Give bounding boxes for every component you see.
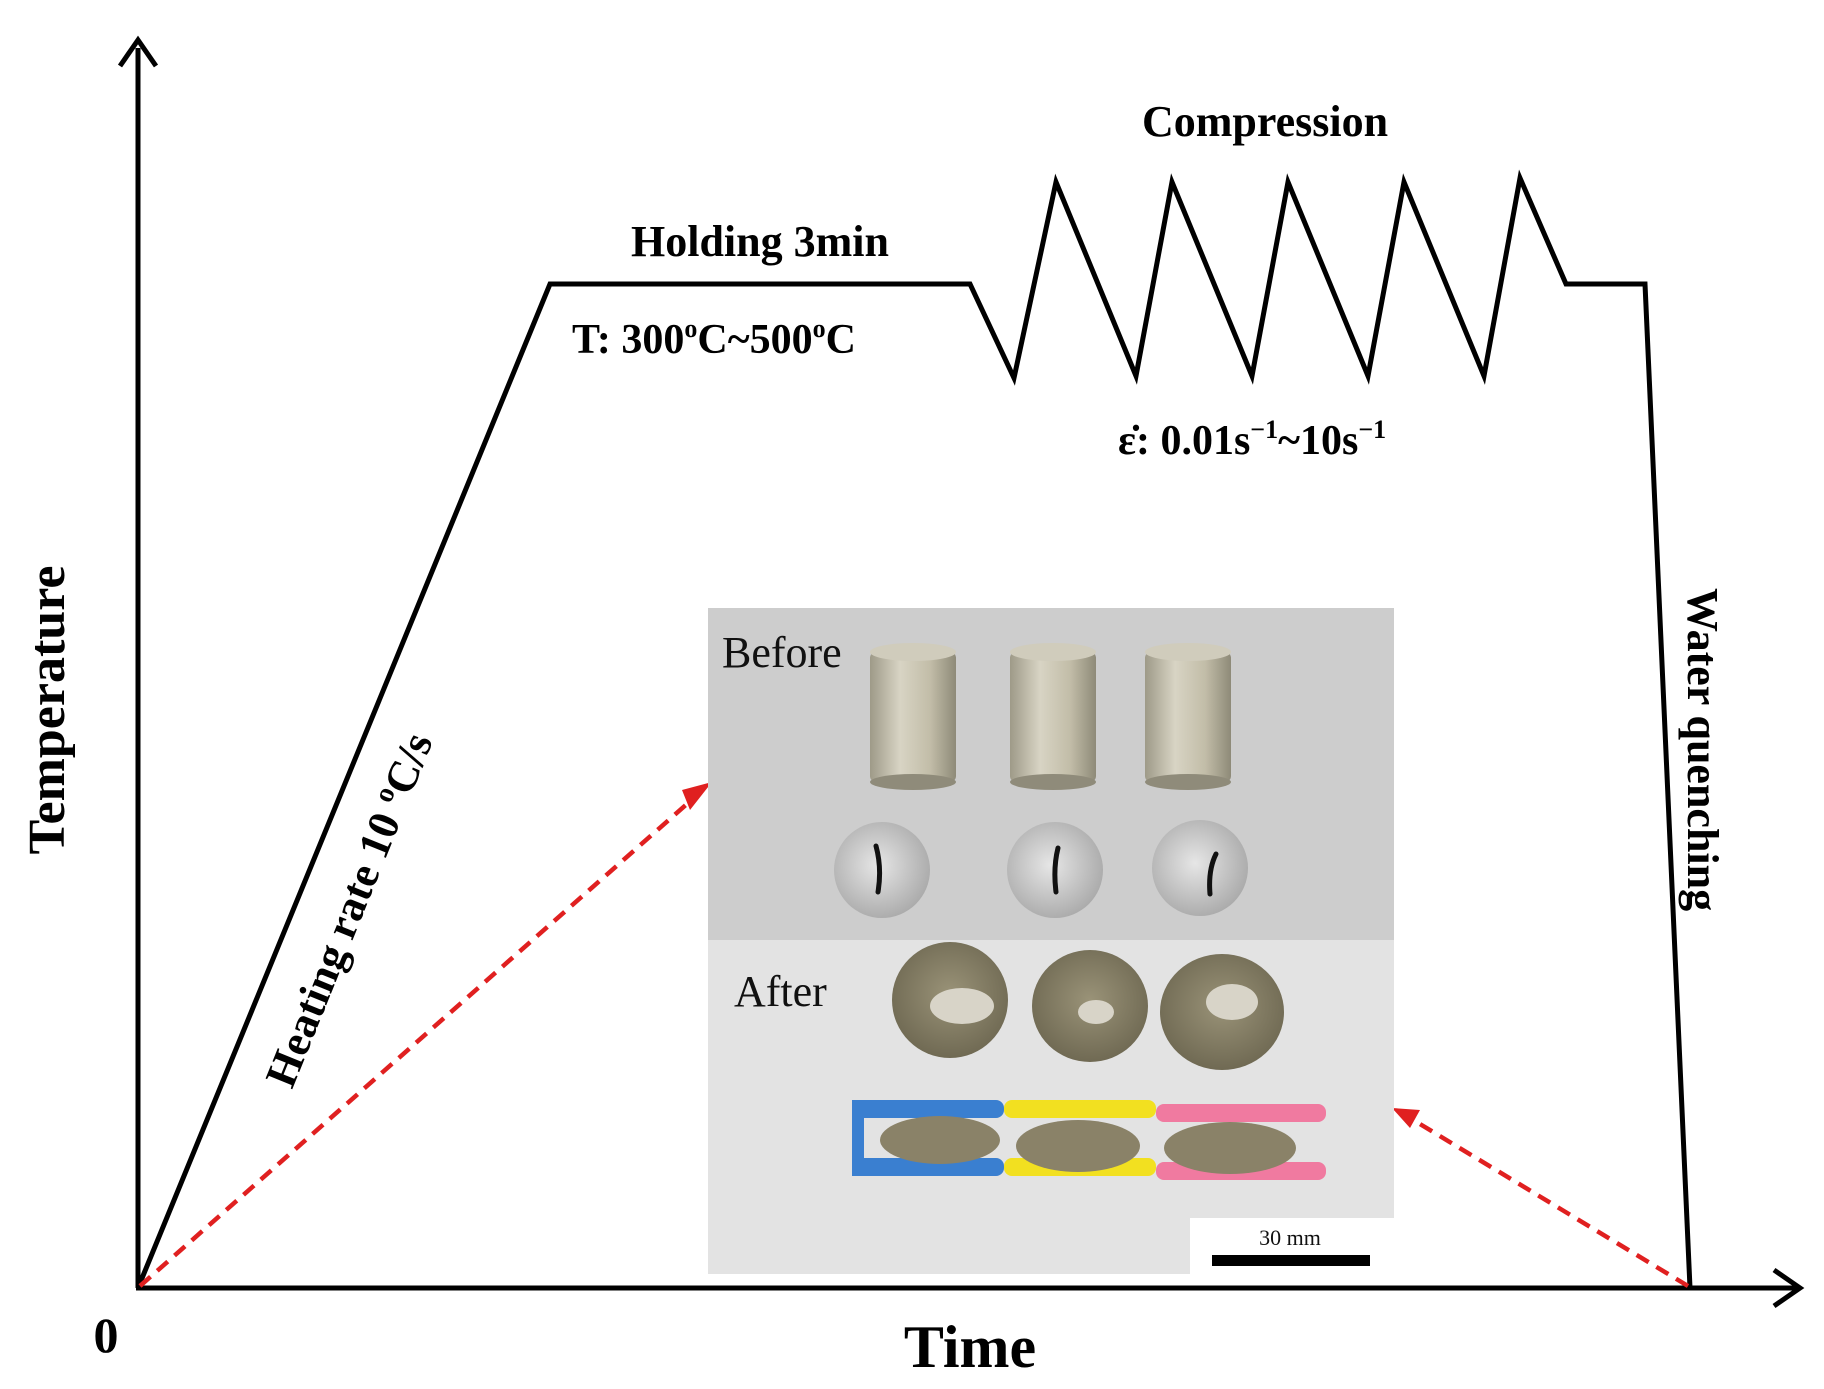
uncompressed-cylinders (870, 643, 1231, 790)
x-axis-label: Time (904, 1314, 1036, 1380)
end-face (1007, 822, 1103, 918)
scale-bar-line (1212, 1255, 1370, 1266)
compression-label: Compression (1142, 97, 1388, 146)
cylinder-specimen (870, 643, 956, 790)
left-pointer-arrow (138, 794, 698, 1288)
compressed-specimens (892, 942, 1284, 1070)
specimen-side-view-holder (852, 1100, 1326, 1180)
origin-label: 0 (94, 1307, 119, 1363)
cylinder-specimen (1010, 643, 1096, 790)
right-pointer-arrow (1408, 1116, 1690, 1288)
end-face (834, 822, 930, 918)
water-quenching-label: Water quenching (1678, 588, 1727, 911)
holding-temperature-label: T: 300oC~500oC (572, 314, 856, 363)
y-axis-arrowhead (117, 35, 159, 68)
end-face (1152, 820, 1248, 916)
y-axis-label: Temperature (19, 566, 76, 855)
scale-bar-label: 30 mm (1259, 1225, 1321, 1250)
specimen-photo: Before After (708, 608, 1394, 1274)
cylinder-end-faces (834, 820, 1248, 918)
pointer-arrows (138, 782, 1690, 1288)
cylinder-specimen (1145, 643, 1231, 790)
process-path (135, 169, 1693, 1289)
left-pointer-arrowhead (682, 782, 712, 810)
compressed-disc (1160, 954, 1284, 1070)
strain-rate-label: ε̇: 0.01s−1~10s−1 (1118, 415, 1386, 464)
scale-bar: 30 mm (1190, 1218, 1394, 1274)
x-axis-arrowhead (1772, 1267, 1805, 1309)
holding-label: Holding 3min (631, 217, 889, 266)
axes (117, 35, 1805, 1309)
compressed-disc (892, 942, 1008, 1058)
before-label: Before (722, 628, 842, 677)
right-pointer-arrowhead (1392, 1108, 1420, 1128)
compressed-disc (1032, 950, 1148, 1062)
after-label: After (734, 967, 827, 1016)
